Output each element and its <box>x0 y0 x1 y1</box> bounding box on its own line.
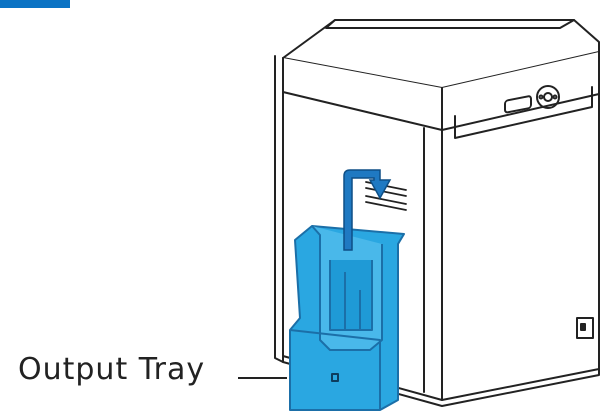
output-tray-label: Output Tray <box>18 352 205 387</box>
output-tray <box>290 226 404 410</box>
